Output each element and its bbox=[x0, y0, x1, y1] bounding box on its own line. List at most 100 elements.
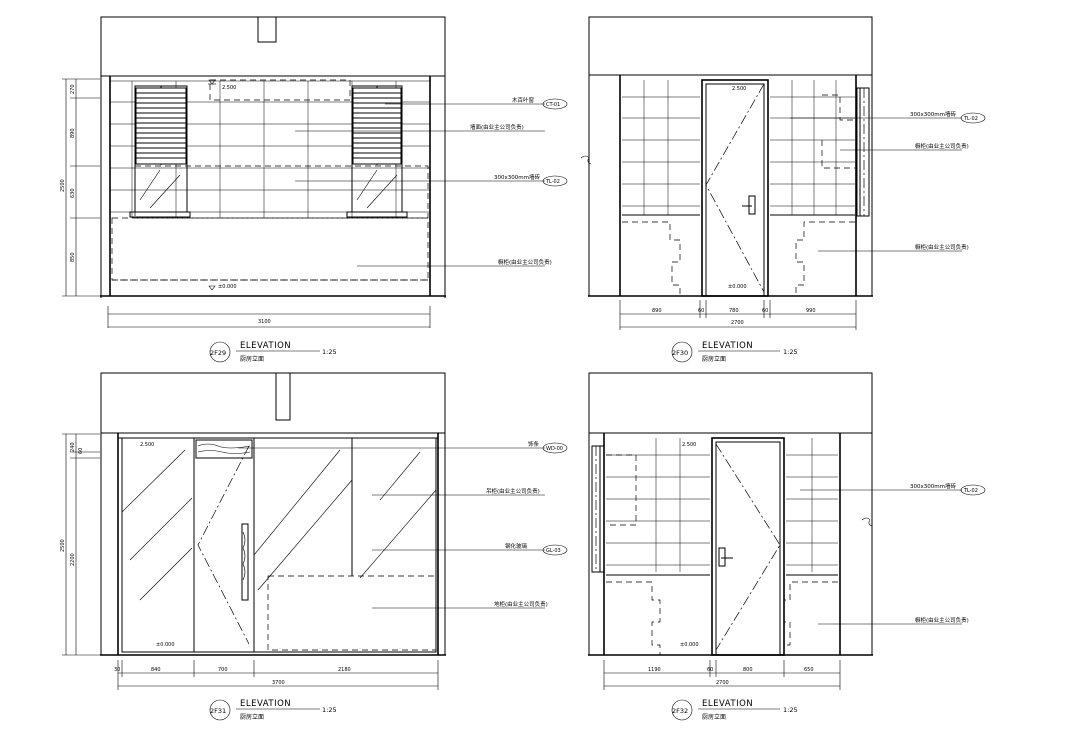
glass-panel-left bbox=[121, 437, 195, 653]
title-block: 2F29 ELEVATION 1:25 厨房立面 bbox=[209, 341, 337, 363]
horizontal-dimension: 1190 60 800 650 2700 bbox=[603, 660, 841, 690]
callout-label: 300x300mm墙砖 bbox=[910, 482, 956, 490]
scale-label: 1:25 bbox=[322, 706, 337, 714]
title-block: 2F31 ELEVATION 1:25 厨房立面 bbox=[209, 699, 337, 721]
callout-label: 300x300mm墙砖 bbox=[494, 173, 540, 181]
title-block: 2F32 ELEVATION 1:25 厨房立面 bbox=[671, 699, 798, 721]
glass-panel-right bbox=[253, 437, 437, 653]
elevation-code: 2F32 bbox=[672, 707, 688, 715]
width-dim: 60 bbox=[698, 308, 704, 314]
callout-label: 橱柜(由业主公司负责) bbox=[915, 616, 969, 624]
callout-tag: GL-03 bbox=[546, 548, 561, 554]
title-block: 2F30 ELEVATION 1:25 厨房立面 bbox=[671, 341, 798, 363]
glass-door bbox=[193, 437, 255, 653]
base-cabinet-dashed bbox=[267, 575, 437, 651]
width-dim: 2180 bbox=[338, 667, 351, 673]
floor-level: ±0.000 bbox=[218, 284, 237, 290]
side-window bbox=[856, 87, 870, 217]
elevation-code: 2F29 bbox=[210, 349, 226, 357]
total-width-dim: 2700 bbox=[731, 320, 744, 326]
width-dim: 650 bbox=[804, 667, 814, 673]
wall-tile-grid bbox=[622, 80, 855, 215]
width-dim: 800 bbox=[743, 667, 753, 673]
height-dim: 270 bbox=[70, 84, 76, 94]
window-right bbox=[346, 85, 408, 218]
elevation-subtitle: 厨房立面 bbox=[240, 713, 264, 721]
callout-label: 吊柜(由业主公司负责) bbox=[486, 487, 540, 495]
callout-label: 橱柜(由业主公司负责) bbox=[498, 258, 552, 266]
counter-dashed bbox=[134, 165, 429, 219]
vertical-dimension-chain: 270 890 630 850 2500 bbox=[60, 78, 100, 297]
door-handle-icon bbox=[718, 547, 726, 567]
window-left bbox=[129, 85, 191, 218]
width-dim: 60 bbox=[707, 667, 713, 673]
width-dim: 990 bbox=[806, 308, 816, 314]
side-window bbox=[591, 445, 605, 573]
elevation-2f31: 2.500 ±0.000 240 60 2200 2500 30 840 700… bbox=[60, 372, 568, 721]
callout-label: 橱柜(由业主公司负责) bbox=[915, 243, 969, 251]
callout-tag: WD-00 bbox=[546, 446, 563, 452]
callouts: 300x300mm墙砖 TL-02 橱柜(由业主公司负责) 橱柜(由业主公司负责… bbox=[790, 110, 986, 252]
door bbox=[701, 79, 769, 297]
total-width-dim: 3100 bbox=[258, 319, 271, 325]
glass-hatch bbox=[121, 449, 437, 601]
upper-cabinet-dashed bbox=[209, 79, 351, 101]
callout-tag: TL-02 bbox=[963, 488, 978, 494]
floor-level: ±0.000 bbox=[156, 642, 175, 648]
height-dim: 890 bbox=[70, 128, 76, 138]
soffit-outline bbox=[100, 372, 446, 434]
elevation-2f30: 2.500 ±0.000 890 60 780 60 990 2700 300x… bbox=[580, 16, 986, 363]
width-dim: 780 bbox=[729, 308, 739, 314]
horizontal-dimension: 30 840 700 2180 3700 bbox=[114, 660, 439, 690]
callout-label: 墙面(由业主公司负责) bbox=[470, 123, 524, 131]
elevation-title: ELEVATION bbox=[240, 341, 291, 351]
door-handle-icon bbox=[748, 195, 756, 215]
elevation-code: 2F30 bbox=[672, 349, 688, 357]
width-dim: 840 bbox=[151, 667, 161, 673]
door-pull-handle-icon bbox=[241, 523, 249, 601]
horizontal-dimension: 890 60 780 60 990 2700 bbox=[619, 300, 857, 330]
ceiling-level: 2.500 bbox=[222, 85, 236, 91]
ceiling-level: 2.500 bbox=[682, 442, 696, 448]
soffit-outline bbox=[100, 16, 446, 77]
base-cabinet-dashed bbox=[111, 217, 429, 281]
scale-label: 1:25 bbox=[783, 348, 798, 356]
scale-label: 1:25 bbox=[322, 348, 337, 356]
ceiling-level: 2.500 bbox=[140, 442, 154, 448]
width-dim: 60 bbox=[762, 308, 768, 314]
height-dim: 2200 bbox=[70, 553, 76, 566]
width-dim: 700 bbox=[218, 667, 228, 673]
height-dim: 630 bbox=[70, 188, 76, 198]
elevation-code: 2F31 bbox=[210, 707, 226, 715]
elevation-subtitle: 厨房立面 bbox=[702, 713, 726, 721]
callouts: 饰条 WD-00 吊柜(由业主公司负责) 钢化玻璃 GL-03 地柜(由业主公司… bbox=[238, 440, 568, 609]
wood-trim-icon bbox=[195, 439, 253, 459]
elevation-title: ELEVATION bbox=[702, 699, 753, 709]
elevation-title: ELEVATION bbox=[240, 699, 291, 709]
callout-label: 橱柜(由业主公司负责) bbox=[915, 142, 969, 150]
scale-label: 1:25 bbox=[783, 706, 798, 714]
floor-level: ±0.000 bbox=[680, 642, 699, 648]
callouts: 木百叶窗 CT-01 墙面(由业主公司负责) 300x300mm墙砖 TL-02… bbox=[295, 96, 568, 267]
horizontal-dimension: 3100 bbox=[107, 306, 431, 328]
elevation-2f29: 2.500 ±0.000 270 890 630 850 2500 3100 bbox=[60, 16, 568, 363]
floor-level: ±0.000 bbox=[728, 284, 747, 290]
callouts: 300x300mm墙砖 TL-02 橱柜(由业主公司负责) bbox=[800, 482, 986, 625]
soffit-outline bbox=[588, 16, 873, 76]
height-dim: 850 bbox=[70, 252, 76, 262]
width-dim: 890 bbox=[652, 308, 662, 314]
callout-label: 钢化玻璃 bbox=[505, 542, 528, 550]
callout-tag: CT-01 bbox=[546, 102, 560, 108]
blind-slats-left bbox=[135, 87, 187, 165]
elevation-title: ELEVATION bbox=[702, 341, 753, 351]
ceiling-level: 2.500 bbox=[732, 86, 746, 92]
callout-label: 300x300mm墙砖 bbox=[910, 110, 956, 118]
callout-tag: TL-02 bbox=[545, 179, 560, 185]
door bbox=[711, 437, 785, 656]
callout-label: 地柜(由业主公司负责) bbox=[494, 600, 548, 608]
elevation-2f32: 2.500 ±0.000 1190 60 800 650 2700 300x30… bbox=[588, 372, 986, 721]
blind-slats-right bbox=[352, 87, 402, 165]
callout-label: 木百叶窗 bbox=[512, 96, 535, 104]
width-dim: 30 bbox=[114, 667, 120, 673]
